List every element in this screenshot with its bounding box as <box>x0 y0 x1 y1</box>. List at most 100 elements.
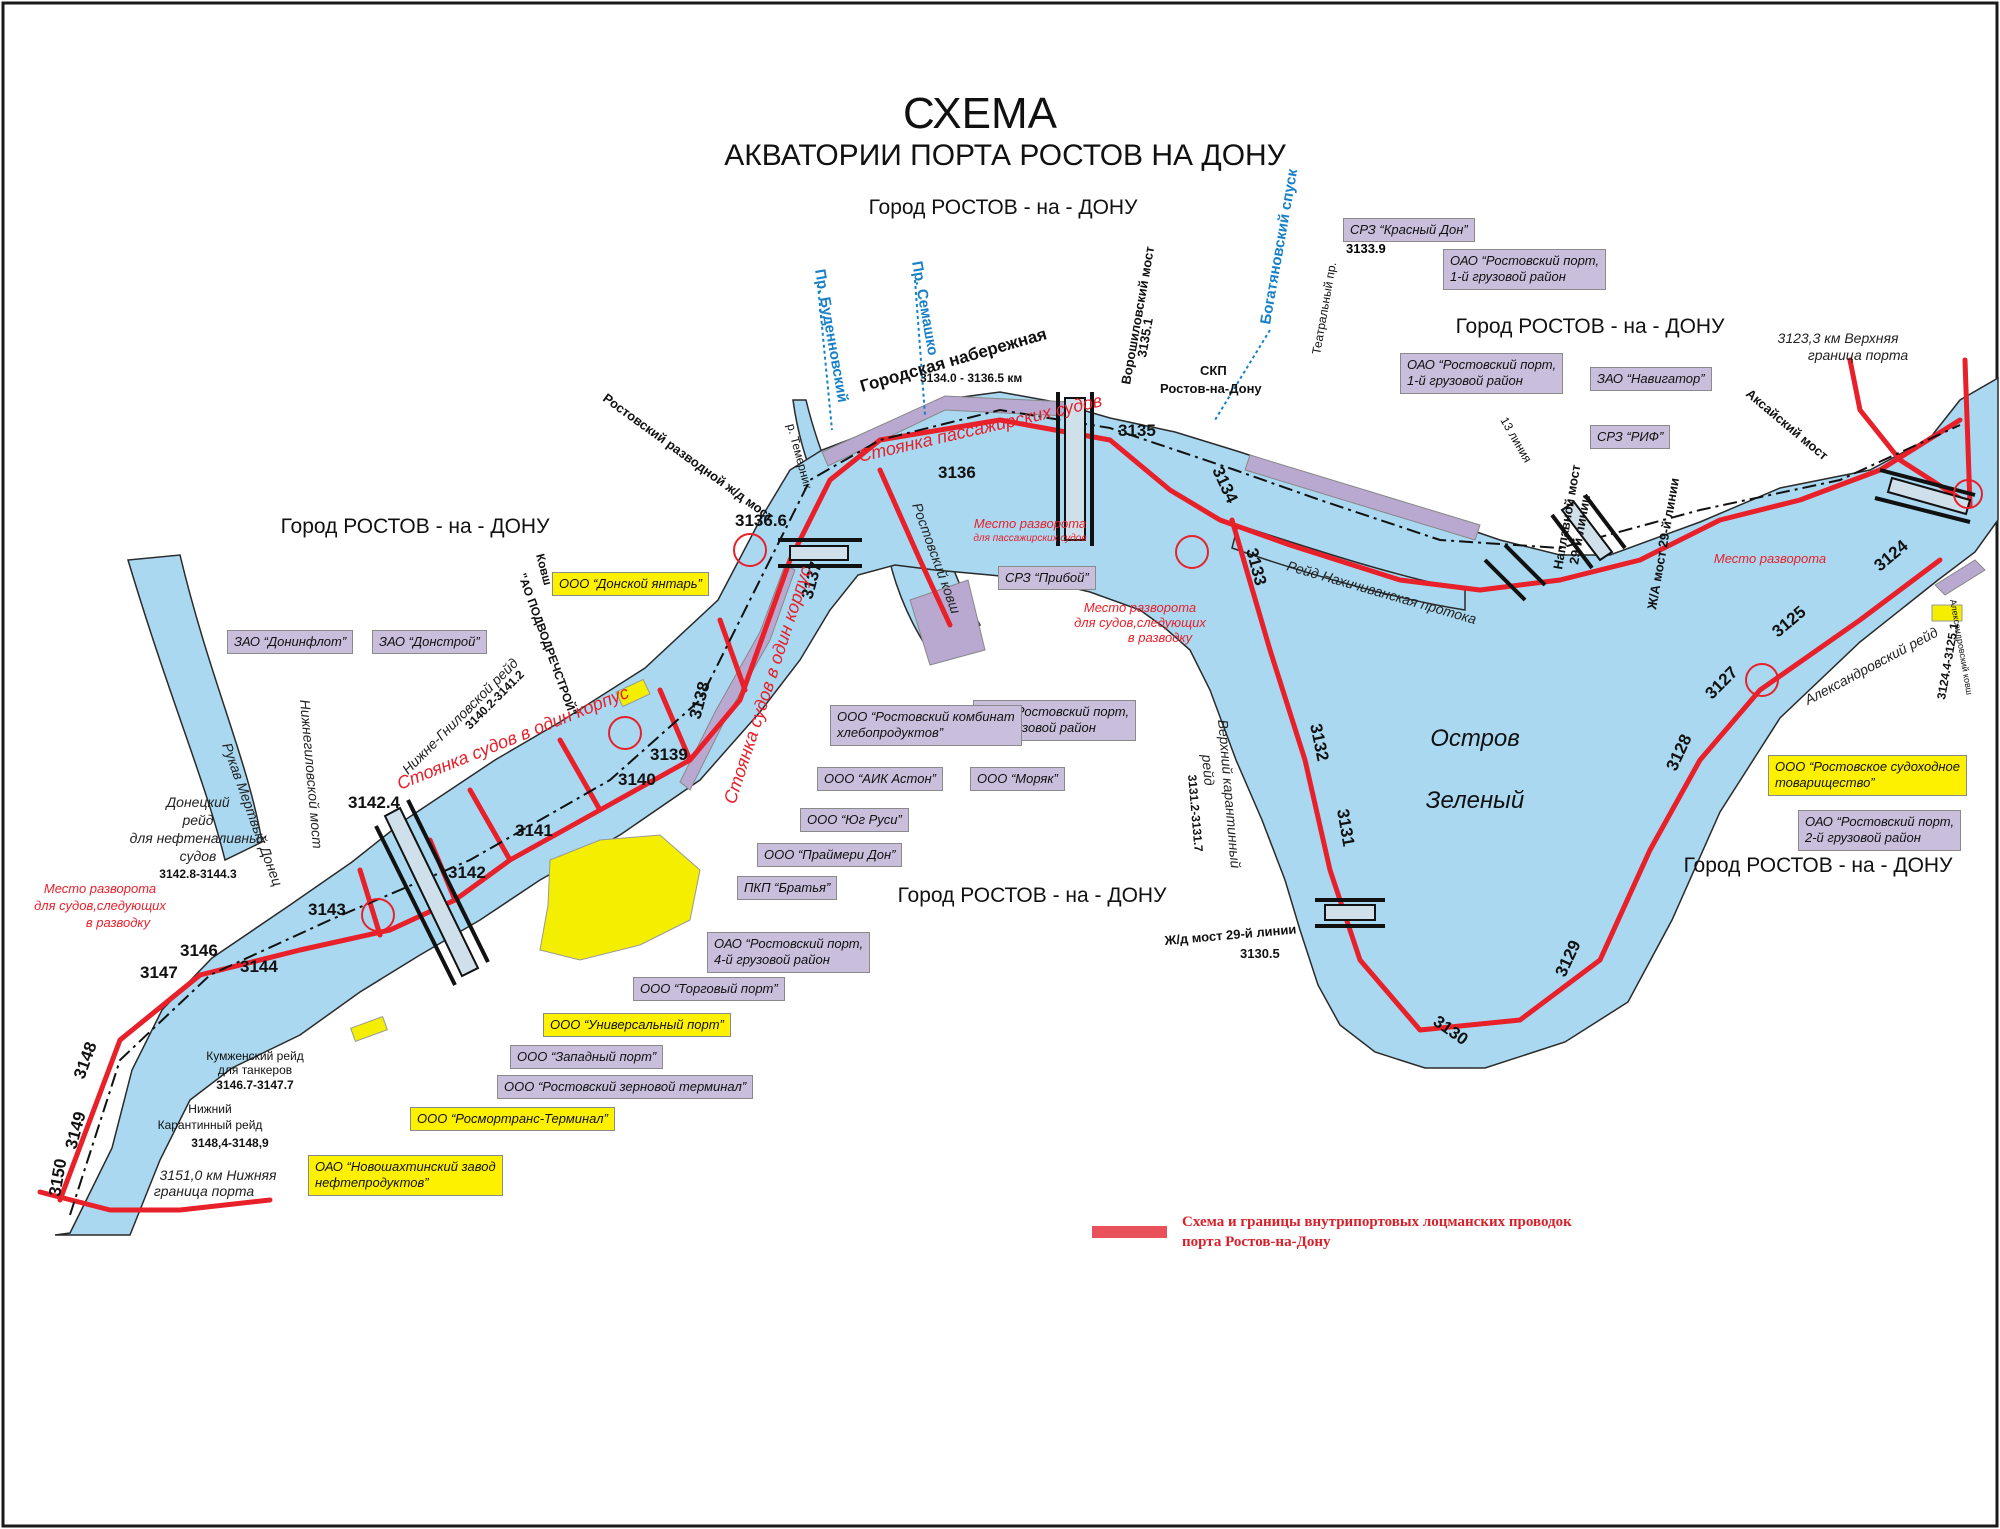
org-rzt: ООО “Ростовский зерновой терминал” <box>497 1075 754 1100</box>
turn-mid-label: в разводку <box>1128 630 1194 645</box>
org-universalny-port: ООО “Универсальный порт” <box>543 1013 731 1038</box>
route-berth-spurs <box>357 617 748 938</box>
donskoy-yantar-dock <box>615 678 651 708</box>
razvodnoy-railway-bridge <box>778 538 862 568</box>
upper-boundary-label: 3123,3 км Верхняя <box>1778 330 1899 346</box>
skp-sub: Ростов-на-Дону <box>1160 381 1262 396</box>
org-donskoy-yantar: ООО “Донской янтарь” <box>552 572 709 597</box>
org-yug-rusi: ООО “Юг Руси” <box>800 808 909 833</box>
org-line: ОАО “Новошахтинский завод <box>315 1159 496 1174</box>
donetsky-raid: рейд <box>181 812 213 828</box>
org-rkhp: ООО “Ростовский комбинат хлебопродуктов” <box>830 705 1022 746</box>
nizhny-karantinny-raid: Карантинный рейд <box>158 1118 263 1132</box>
anchorage-symbols <box>361 479 1983 932</box>
km-mark: 3135 <box>1118 421 1156 440</box>
donetsky-raid: для нефтеналивных <box>130 830 268 846</box>
anchor-icon <box>733 533 767 567</box>
km-mark: 3140 <box>618 770 656 789</box>
nizhny-karantinny-raid: Нижний <box>188 1102 231 1116</box>
railway-29-lower-bridge-label: Ж/д мост 29-й линии <box>1163 922 1297 949</box>
verkhny-karantinny-raid: рейд <box>1199 753 1218 787</box>
donetsky-raid-km: 3142.8-3144.3 <box>159 867 237 881</box>
map-subtitle: АКВАТОРИИ ПОРТА РОСТОВ НА ДОНУ <box>724 139 1287 172</box>
org-line: ОАО “Ростовский порт, <box>1805 814 1955 829</box>
anchor-icon <box>1953 479 1983 509</box>
aksaysky-bridge-label: Аксайский мост <box>1743 386 1831 463</box>
island-label: Зеленый <box>1426 787 1524 814</box>
nizhny-karantinny-raid-km: 3148,4-3148,9 <box>191 1136 269 1150</box>
route-main <box>57 417 1963 1203</box>
org-aik-aston: ООО “АИК Астон” <box>817 767 943 792</box>
teatralny-label: Театральный пр. <box>1309 261 1339 356</box>
boundary-labels: 3123,3 км Верхняя граница порта 3151,0 к… <box>154 330 1909 1199</box>
terminal-yard <box>539 834 701 961</box>
upper-boundary-label: граница порта <box>1808 347 1909 363</box>
voroshilovsky-bridge-km: 3135.1 <box>1134 317 1156 359</box>
bogatyanovsky-label: Богатяновский спуск <box>1257 167 1301 325</box>
anchor-icon <box>361 898 395 932</box>
naplavnoy-bridge <box>1483 543 1547 602</box>
aksaysky-bridge <box>1874 468 1976 524</box>
anchor-icon <box>1175 535 1209 569</box>
legend-swatch <box>1092 1226 1167 1238</box>
org-line: 2-й грузовой район <box>1805 830 1921 846</box>
city-label: Город РОСТОВ - на - ДОНУ <box>1684 854 1954 877</box>
railway-29-lower-bridge-km: 3130.5 <box>1240 946 1280 961</box>
km-mark: 3143 <box>308 900 346 919</box>
budennovsky-label: Пр. Буденновский <box>811 268 851 404</box>
org-navigator: ЗАО “Навигатор” <box>1590 367 1712 392</box>
kumzhensky-raid: для танкеров <box>218 1063 292 1077</box>
turn-left-label: для судов,следующих <box>34 898 166 913</box>
km-mark: 3150 <box>45 1157 70 1198</box>
turn-mid-label: для судов,следующих <box>1074 615 1206 630</box>
km-mark: 3146 <box>180 941 218 960</box>
kumzhensky-raid: Кумженский рейд <box>206 1049 303 1063</box>
org-krasny-don: СРЗ “Красный Дон” <box>1343 218 1475 243</box>
org-rostport-2: ОАО “Ростовский порт, 2-й грузовой район <box>1798 810 1962 851</box>
nizhnegnilovskoy-bridge-label: Нижнегиловской мост <box>297 699 326 850</box>
org-rostport-1-top: ОАО “Ростовский порт, 1-й грузовой район <box>1443 249 1607 290</box>
razvodnoy-bridge-label: Ростовский разводной ж/д мост <box>600 390 776 524</box>
aleksandrovsky-berths <box>1934 559 1986 596</box>
rsudokhodnoe-dock <box>1931 604 1963 622</box>
semashko-line <box>914 279 926 416</box>
anchor-icon <box>608 716 642 750</box>
anchor-icon <box>1745 663 1779 697</box>
org-line: 1-й грузовой район <box>1407 373 1523 389</box>
org-rostport-4: ОАО “Ростовский порт, 4-й грузовой район <box>707 932 871 973</box>
org-line: ООО “Ростовский комбинат <box>837 709 1015 724</box>
org-line: ООО “Ростовское судоходное <box>1775 759 1961 774</box>
don-river <box>54 376 1999 1236</box>
city-label: Город РОСТОВ - на - ДОНУ <box>1456 315 1726 338</box>
km-mark: 3148 <box>70 1039 101 1081</box>
org-line: товарищество” <box>1775 775 1875 791</box>
island-label: Остров <box>1430 725 1520 752</box>
bridges <box>374 392 1976 986</box>
gorodskaya-nab-label: Городская набережная <box>858 324 1049 396</box>
semashko-label: Пр. Семашко <box>908 260 941 357</box>
route-kovsh <box>877 467 953 628</box>
org-doninflot: ЗАО “Донинфлот” <box>227 630 354 655</box>
skp-label: СКП <box>1200 363 1227 378</box>
org-line: 4-й грузовой район <box>714 952 830 968</box>
org-zapadny-port: ООО “Западный порт” <box>510 1045 664 1070</box>
city-label: Город РОСТОВ - на - ДОНУ <box>869 196 1139 219</box>
org-krasny-don-km: 3133.9 <box>1346 241 1386 256</box>
org-line: хлебопродуктов” <box>837 725 944 741</box>
lower-boundary-label: 3151,0 км Нижняя <box>160 1167 278 1183</box>
turn-left-label: Место разворота <box>44 881 156 896</box>
voroshilovsky-bridge <box>1056 392 1094 546</box>
route-left-loop <box>1229 517 1943 1033</box>
org-bratya: ПКП “Братья” <box>737 876 838 901</box>
route-upper-boundary <box>1847 357 1973 508</box>
railway-29-bridge <box>1550 493 1627 570</box>
legend: Схема и границы внутрипортовых лоцмански… <box>1092 1212 1612 1262</box>
budennovsky-line <box>817 284 833 431</box>
fairway-axis <box>69 408 1961 1216</box>
razvodnoy-bridge-km: 3136.6 <box>735 511 787 530</box>
voroshilovsky-bridge-label: Ворошиловский мост <box>1118 245 1157 385</box>
mertvy-donets-branch <box>127 554 263 862</box>
map-title: СХЕМА <box>903 89 1058 138</box>
